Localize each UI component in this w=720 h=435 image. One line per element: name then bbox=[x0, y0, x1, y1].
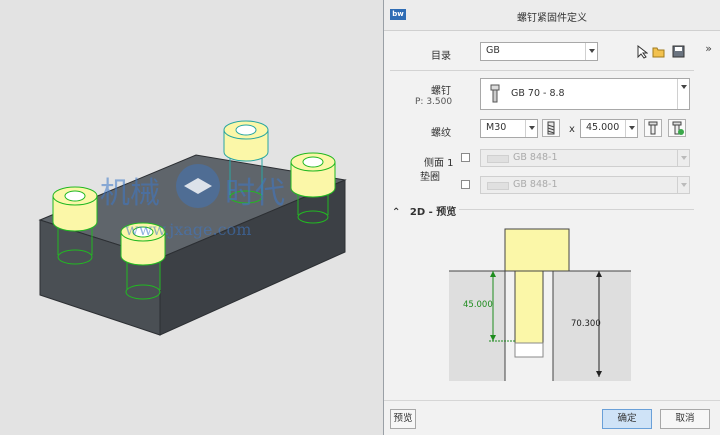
auto-length-button[interactable] bbox=[644, 119, 662, 137]
thread-icon bbox=[547, 121, 555, 135]
screw-select[interactable]: GB 70 - 8.8 bbox=[480, 78, 690, 110]
open-folder-icon[interactable] bbox=[652, 45, 666, 58]
dialog-title: 螺钉紧固件定义 bbox=[517, 13, 587, 24]
screw-label: 螺钉 bbox=[431, 86, 451, 97]
watermark-text: 机械 bbox=[100, 176, 160, 211]
cancel-button[interactable]: 取消 bbox=[660, 409, 710, 429]
catalog-value: GB bbox=[486, 45, 500, 56]
app-logo: bw bbox=[390, 9, 406, 20]
cursor-icon[interactable] bbox=[636, 45, 648, 59]
bolt-refresh-icon bbox=[672, 121, 684, 135]
footer-divider bbox=[384, 400, 720, 401]
preview-drawing bbox=[449, 228, 631, 381]
length-value: 45.000 bbox=[586, 122, 620, 133]
thread-label: 螺纹 bbox=[431, 128, 451, 139]
chevron-down-icon bbox=[585, 43, 597, 60]
washer2-select[interactable]: GB 848-1 bbox=[480, 176, 690, 194]
thread-length-button[interactable] bbox=[542, 119, 560, 137]
dialog-titlebar: bw 螺钉紧固件定义 bbox=[384, 0, 720, 31]
bolt-4 bbox=[290, 152, 336, 224]
fastener-dialog: bw 螺钉紧固件定义 » 目录 GB 螺钉 P: 3.500 GB 70 - 8… bbox=[384, 0, 720, 435]
preview-button[interactable]: 预览 bbox=[390, 409, 416, 429]
watermark-text-2: 时代 bbox=[225, 176, 285, 211]
washer1-value: GB 848-1 bbox=[513, 152, 558, 163]
catalog-select[interactable]: GB bbox=[480, 42, 598, 61]
divider bbox=[459, 209, 694, 210]
washer2-value: GB 848-1 bbox=[513, 179, 558, 190]
bolt-2 bbox=[120, 222, 166, 300]
ok-button[interactable]: 确定 bbox=[602, 409, 652, 429]
preview-2d: 45.000 70.300 bbox=[449, 223, 631, 381]
chevron-down-icon bbox=[525, 120, 537, 137]
bolt-3 bbox=[223, 120, 269, 204]
watermark-url: www.jxage.com bbox=[125, 220, 252, 239]
bolt-length-icon bbox=[648, 121, 658, 135]
washer-label: 垫圈 bbox=[420, 172, 440, 183]
bolt-1 bbox=[52, 186, 98, 265]
chevron-down-icon bbox=[625, 120, 637, 137]
screw-value: GB 70 - 8.8 bbox=[511, 88, 565, 99]
divider bbox=[390, 70, 694, 71]
times-sign: x bbox=[569, 124, 575, 135]
pitch-label: P: 3.500 bbox=[415, 97, 453, 107]
dim-length-label: 45.000 bbox=[463, 300, 493, 310]
chevron-down-icon bbox=[677, 79, 689, 109]
washer-icon bbox=[487, 182, 509, 190]
washer1-select[interactable]: GB 848-1 bbox=[480, 149, 690, 167]
section-header[interactable]: ⌃ 2D - 预览 bbox=[392, 203, 456, 218]
refresh-length-button[interactable] bbox=[668, 119, 686, 137]
screw-icon bbox=[490, 84, 500, 103]
model-viewport[interactable]: 机械 时代 www.jxage.com bbox=[0, 0, 384, 435]
model-canvas bbox=[38, 120, 347, 336]
dim-total-label: 70.300 bbox=[571, 319, 601, 329]
length-select[interactable]: 45.000 bbox=[580, 119, 638, 138]
chevron-down-icon bbox=[677, 177, 689, 193]
section-title: 2D - 预览 bbox=[409, 207, 457, 218]
washer1-checkbox[interactable] bbox=[461, 153, 470, 162]
side1-label: 侧面 1 bbox=[424, 158, 454, 169]
catalog-label: 目录 bbox=[431, 51, 451, 62]
section-toggle-icon: ⌃ bbox=[392, 207, 401, 218]
chevron-down-icon bbox=[677, 150, 689, 166]
collapse-icon[interactable]: » bbox=[705, 42, 712, 55]
thread-select[interactable]: M30 bbox=[480, 119, 538, 138]
washer2-checkbox[interactable] bbox=[461, 180, 470, 189]
thread-value: M30 bbox=[486, 122, 507, 133]
save-icon[interactable] bbox=[672, 45, 685, 58]
washer-icon bbox=[487, 155, 509, 163]
